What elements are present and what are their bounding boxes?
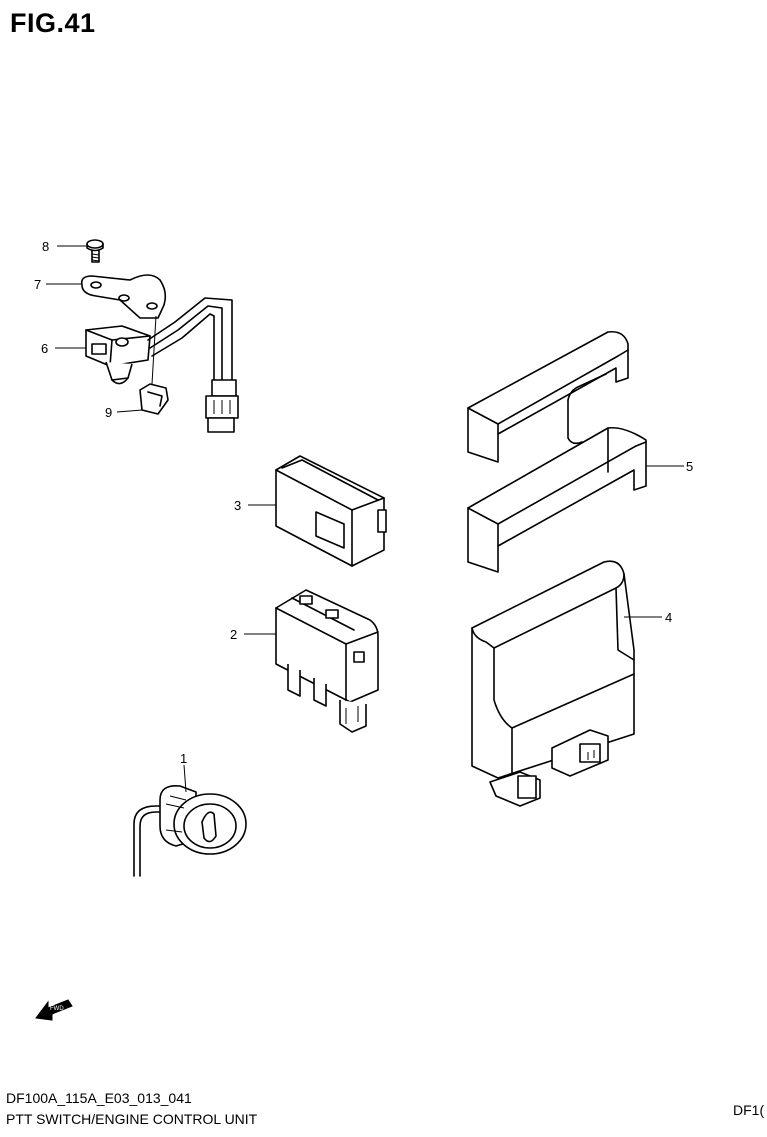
callout-3: 3 xyxy=(234,498,241,513)
part-6-sensor xyxy=(85,297,239,433)
footer-code: DF100A_115A_E03_013_041 xyxy=(6,1090,192,1106)
callout-1: 1 xyxy=(180,751,187,766)
part-8-bolt xyxy=(86,239,104,263)
part-4-ecu xyxy=(471,560,635,807)
callout-2: 2 xyxy=(230,627,237,642)
part-7-bracket xyxy=(80,274,167,319)
part-5-ecu-holder xyxy=(467,330,647,573)
callout-9: 9 xyxy=(105,405,112,420)
callout-8: 8 xyxy=(42,239,49,254)
part-9-clip xyxy=(139,315,169,415)
fwd-label: FWD xyxy=(50,1006,64,1012)
callout-4: 4 xyxy=(665,610,672,625)
figure-title: FIG.41 xyxy=(10,8,96,38)
part-3-cover xyxy=(275,455,387,567)
footer-right-code: DF1( xyxy=(733,1102,765,1118)
fwd-arrow-icon: FWD xyxy=(35,999,73,1021)
callout-5: 5 xyxy=(686,459,693,474)
callout-6: 6 xyxy=(41,341,48,356)
footer-title: PTT SWITCH/ENGINE CONTROL UNIT xyxy=(6,1111,258,1127)
part-1-ptt-switch xyxy=(133,784,247,877)
part-2-module xyxy=(275,589,379,733)
callout-7: 7 xyxy=(34,277,41,292)
